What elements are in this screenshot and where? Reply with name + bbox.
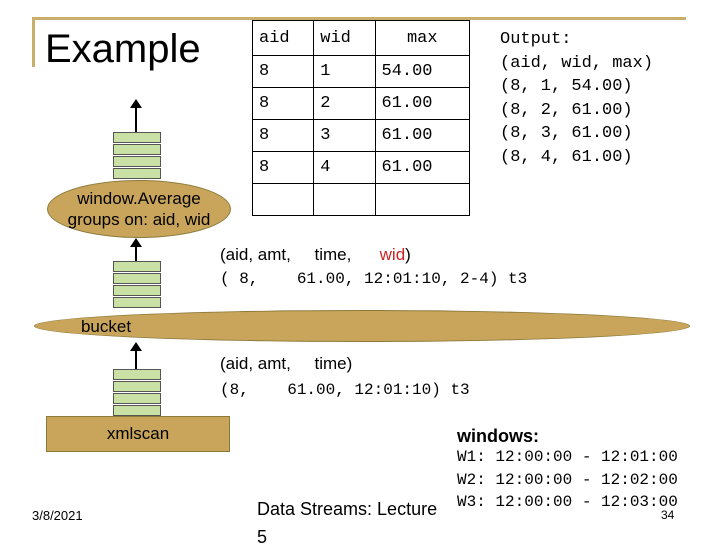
- upper-header-text: (aid, amt, time,: [220, 245, 380, 264]
- arrowhead-to-window-average: [130, 238, 142, 247]
- xmlscan-operator: xmlscan: [46, 416, 230, 452]
- upper-header-close: ): [405, 245, 411, 264]
- table-cell: [251, 183, 315, 216]
- title-frame-left: [32, 17, 35, 67]
- result-table: aid wid max 8 1 54.00 8 2 61.00 8 3 61.0…: [251, 20, 470, 216]
- output-block: Output: (aid, wid, max) (8, 1, 54.00) (8, 2…: [500, 28, 653, 169]
- queue-slot: [113, 393, 161, 404]
- table-cell: 2: [313, 87, 376, 120]
- page-number: 34: [661, 508, 675, 522]
- table-header-max: max: [374, 20, 470, 56]
- table-cell: 1: [313, 55, 376, 88]
- table-cell: 54.00: [374, 55, 470, 88]
- output-label: Output:: [500, 30, 572, 49]
- table-cell: 61.00: [374, 151, 470, 184]
- slide-footer: Data Streams: Lecture 5: [257, 495, 457, 551]
- arrow-to-bucket: [135, 351, 137, 369]
- table-cell: [374, 183, 470, 216]
- table-row: [251, 183, 470, 216]
- footer-line: Data Streams: Lecture: [257, 499, 438, 519]
- table-row: 8 4 61.00: [251, 151, 470, 184]
- xmlscan-label: xmlscan: [106, 424, 170, 443]
- slide-title: Example: [45, 27, 201, 71]
- queue-slot: [113, 156, 161, 167]
- queue-slot: [113, 381, 161, 392]
- queue-slot: [113, 273, 161, 284]
- window-item: W2: 12:00:00 - 12:02:00: [457, 470, 678, 489]
- queue-slot: [113, 369, 161, 380]
- window-average-label: window.Average groups on: aid, wid: [67, 189, 211, 229]
- queue-slot: [113, 132, 161, 143]
- table-cell: [313, 183, 376, 216]
- table-header-row: aid wid max: [251, 20, 470, 56]
- windows-title: windows:: [457, 426, 539, 446]
- lower-stream-tuple: (8, 61.00, 12:01:10) t3: [220, 381, 470, 399]
- upper-stream-tuple: ( 8, 61.00, 12:01:10, 2-4) t3: [220, 270, 528, 288]
- output-schema: (aid, wid, max): [500, 53, 654, 73]
- output-row: (8, 1, 54.00): [500, 77, 633, 96]
- queue-slot: [113, 168, 161, 179]
- table-cell: 8: [251, 87, 315, 120]
- table-cell: 3: [313, 119, 376, 152]
- title-frame-top: [32, 17, 686, 20]
- table-row: 8 1 54.00: [251, 55, 470, 88]
- upper-header-wid: wid: [379, 245, 406, 264]
- arrow-to-window-average: [135, 247, 137, 261]
- table-cell: 4: [313, 151, 376, 184]
- table-cell: 8: [251, 119, 315, 152]
- arrowhead-to-bucket: [130, 342, 142, 351]
- window-item: W3: 12:00:00 - 12:03:00: [457, 493, 678, 511]
- upper-stream-header: (aid, amt, time, wid): [220, 243, 411, 267]
- slide-date: 3/8/2021: [32, 508, 83, 523]
- table-row: 8 3 61.00: [251, 119, 470, 152]
- queue-slot: [113, 297, 161, 308]
- bucket-operator: bucket: [34, 310, 690, 342]
- arrowhead-to-output: [130, 99, 142, 108]
- output-row: (8, 3, 61.00): [500, 124, 633, 143]
- window-average-operator: window.Average groups on: aid, wid: [47, 180, 231, 238]
- table-cell: 8: [251, 55, 315, 88]
- window-item: W1: 12:00:00 - 12:01:00: [457, 448, 678, 466]
- lower-stream-header: (aid, amt, time): [220, 354, 353, 373]
- queue-slot: [113, 285, 161, 296]
- queue-slot: [113, 261, 161, 272]
- table-cell: 61.00: [374, 119, 470, 152]
- output-row: (8, 4, 61.00): [500, 147, 633, 167]
- arrow-to-output: [135, 108, 137, 132]
- footer-line: 5: [257, 527, 268, 547]
- table-cell: 8: [251, 151, 315, 184]
- queue-slot: [113, 405, 161, 416]
- table-row: 8 2 61.00: [251, 87, 470, 120]
- table-header-aid: aid: [251, 20, 315, 56]
- bucket-label: bucket: [80, 316, 132, 336]
- queue-slot: [113, 144, 161, 155]
- table-header-wid: wid: [313, 20, 376, 56]
- table-cell: 61.00: [374, 87, 470, 120]
- output-row: (8, 2, 61.00): [500, 100, 633, 120]
